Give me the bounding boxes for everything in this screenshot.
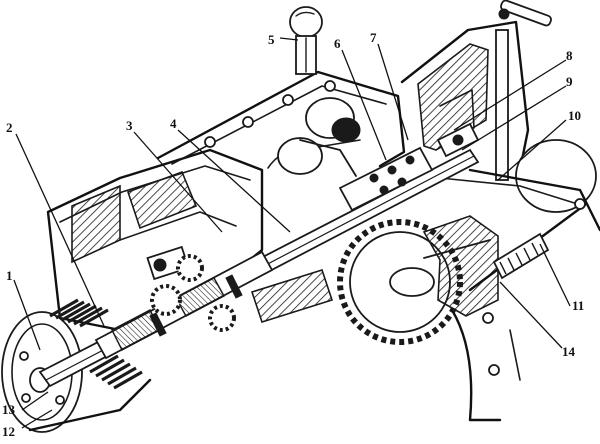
- housing-left-block: [46, 148, 264, 332]
- callout-2: 2: [6, 120, 13, 135]
- callout-9: 9: [566, 74, 573, 89]
- lower-right-wall: [450, 308, 521, 422]
- callout-12: 12: [2, 424, 15, 439]
- callout-labels: 1 2 3 4 5 6 7 8 9 10 11 12 13 14: [2, 30, 584, 439]
- housing-top-frame: [156, 70, 406, 177]
- callout-13: 13: [2, 402, 16, 417]
- adjuster-rod: [468, 198, 588, 292]
- callout-6: 6: [334, 36, 341, 51]
- main-shaft: [38, 122, 480, 388]
- callout-1: 1: [6, 268, 13, 283]
- callout-8: 8: [566, 48, 573, 63]
- callout-14: 14: [562, 344, 576, 359]
- callout-5: 5: [268, 32, 275, 47]
- callout-4: 4: [170, 116, 177, 131]
- callout-11: 11: [572, 298, 584, 313]
- leader-lines: [13, 37, 571, 429]
- callout-7: 7: [370, 30, 377, 45]
- top-knob: [289, 6, 323, 75]
- callout-3: 3: [126, 118, 133, 133]
- large-gear: [337, 215, 499, 345]
- callout-10: 10: [568, 108, 581, 123]
- right-casting: [439, 139, 600, 232]
